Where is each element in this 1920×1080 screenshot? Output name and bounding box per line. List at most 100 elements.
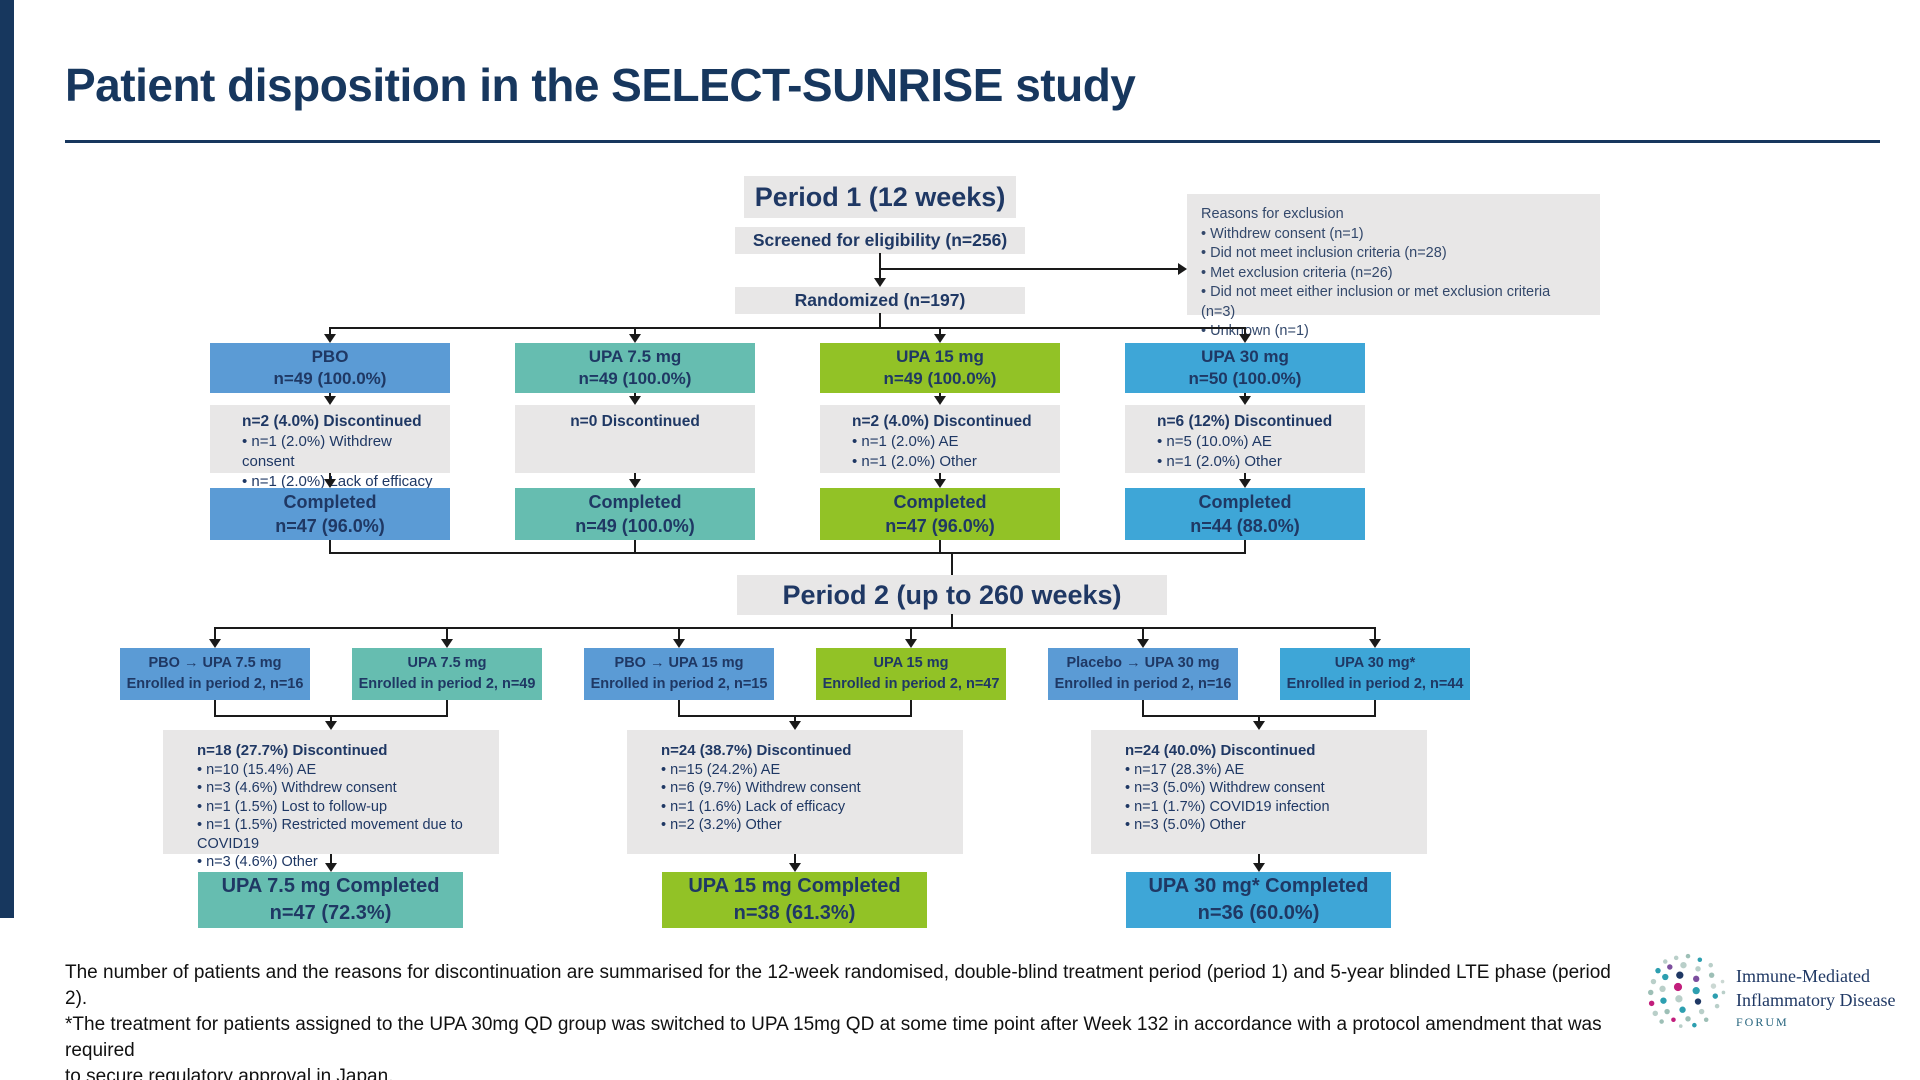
exclusion-reasons-box: Reasons for exclusion • Withdrew consent… — [1187, 194, 1600, 339]
exclusion-item: • Met exclusion criteria (n=26) — [1201, 264, 1393, 281]
discontinued-item: • n=3 (4.6%) Withdrew consent — [197, 780, 397, 796]
flow-line — [1374, 700, 1376, 716]
group-name: UPA 30 mg* — [1334, 655, 1416, 671]
flow-arrow-down — [1239, 396, 1251, 405]
flow-line — [214, 628, 216, 640]
discontinued-box-upa75: n=0 Discontinued — [515, 405, 755, 473]
p2-group-upa30: UPA 30 mg* Enrolled in period 2, n=44 — [1280, 648, 1470, 700]
flow-arrow-down — [1239, 334, 1251, 343]
logo-line: FORUM — [1736, 1015, 1789, 1029]
flow-line — [329, 552, 1246, 554]
exclusion-item: • Withdrew consent (n=1) — [1201, 225, 1364, 242]
completed-n: n=47 (72.3%) — [269, 902, 392, 924]
exclusion-item: • Did not meet either inclusion or met e… — [1201, 284, 1551, 320]
completed-label: Completed — [588, 492, 682, 512]
flow-line — [910, 628, 912, 640]
flow-arrow-down — [325, 863, 337, 872]
exclusion-item: • Unknown (n=1) — [1201, 323, 1309, 339]
discontinued-title: n=24 (38.7%) Discontinued — [661, 742, 852, 759]
flow-line — [939, 328, 941, 336]
discontinued-box-upa30: n=6 (12%) Discontinued • n=5 (10.0%) AE … — [1125, 405, 1365, 473]
discontinued-item: • n=10 (15.4%) AE — [197, 761, 317, 778]
group-name: UPA 7.5 mg — [407, 655, 487, 671]
arm-n: n=49 (100.0%) — [883, 369, 997, 388]
flow-arrow-down — [789, 863, 801, 872]
flow-line — [330, 854, 332, 864]
flow-line — [879, 313, 881, 328]
discontinued-title: n=18 (27.7%) Discontinued — [197, 742, 388, 759]
flow-line — [1258, 716, 1260, 723]
group-name: PBO → UPA 7.5 mg — [148, 655, 282, 671]
arm-name: UPA 15 mg — [896, 347, 984, 366]
discontinued-item: • n=1 (2.0%) AE — [852, 433, 959, 450]
flow-arrow-down — [629, 396, 641, 405]
p2-completed-upa75: UPA 7.5 mg Completed n=47 (72.3%) — [198, 872, 463, 928]
flow-arrow-down — [934, 334, 946, 343]
flow-arrow-down — [1239, 479, 1251, 488]
arm-name: UPA 7.5 mg — [588, 347, 682, 366]
arm-n: n=49 (100.0%) — [273, 369, 387, 388]
flow-line — [446, 628, 448, 640]
discontinued-item: • n=1 (1.7%) COVID19 infection — [1125, 798, 1330, 815]
flow-line — [329, 327, 1246, 329]
discontinued-item: • n=1 (1.5%) Lost to follow-up — [197, 798, 388, 815]
arm-box-upa30: UPA 30 mg n=50 (100.0%) — [1125, 343, 1365, 393]
flow-line — [214, 627, 1376, 629]
discontinued-title: n=0 Discontinued — [570, 413, 700, 430]
completed-n: n=47 (96.0%) — [275, 516, 385, 536]
flow-arrow-down — [324, 396, 336, 405]
discontinued-item: • n=1 (1.5%) Restricted movement due to … — [197, 817, 463, 852]
discontinued-item: • n=1 (2.0%) Withdrew consent — [242, 433, 392, 470]
exclusion-title: Reasons for exclusion — [1201, 206, 1344, 222]
discontinued-item: • n=1 (2.0%) Lack of efficacy — [242, 473, 433, 490]
completed-label: UPA 7.5 mg Completed — [221, 875, 440, 897]
arm-n: n=50 (100.0%) — [1188, 369, 1302, 388]
discontinued-item: • n=1 (1.6%) Lack of efficacy — [661, 798, 846, 815]
discontinued-item: • n=3 (5.0%) Withdrew consent — [1125, 780, 1325, 796]
arm-box-upa15: UPA 15 mg n=49 (100.0%) — [820, 343, 1060, 393]
completed-box-upa15: Completed n=47 (96.0%) — [820, 488, 1060, 540]
group-enrolled: Enrolled in period 2, n=49 — [358, 676, 536, 692]
randomized-box: Randomized (n=197) — [735, 287, 1025, 314]
flow-line — [330, 716, 332, 723]
logo-line: Inflammatory Disease — [1736, 990, 1896, 1010]
arm-name: UPA 30 mg — [1201, 347, 1289, 366]
flow-line — [951, 614, 953, 628]
flow-arrow-down — [1253, 721, 1265, 730]
flow-line — [1142, 700, 1144, 716]
arm-name: PBO — [311, 347, 349, 366]
flow-arrow-down — [629, 479, 641, 488]
group-name: UPA 15 mg — [873, 655, 949, 671]
flow-line — [214, 700, 216, 716]
completed-box-upa75: Completed n=49 (100.0%) — [515, 488, 755, 540]
flow-line — [1258, 854, 1260, 864]
discontinued-item: • n=6 (9.7%) Withdrew consent — [661, 780, 861, 796]
flow-line — [1244, 540, 1246, 553]
group-name: PBO → UPA 15 mg — [614, 655, 744, 671]
arm-n: n=49 (100.0%) — [578, 369, 692, 388]
flow-line — [678, 700, 680, 716]
group-enrolled: Enrolled in period 2, n=16 — [126, 676, 304, 692]
flow-line — [329, 328, 331, 336]
flow-line — [794, 854, 796, 864]
flow-arrow-down — [324, 479, 336, 488]
arm-box-pbo: PBO n=49 (100.0%) — [210, 343, 450, 393]
period2-header: Period 2 (up to 260 weeks) — [737, 575, 1167, 615]
flow-line — [329, 473, 331, 481]
discontinued-item: • n=1 (2.0%) Other — [852, 453, 977, 470]
discontinued-box-pbo: n=2 (4.0%) Discontinued • n=1 (2.0%) Wit… — [210, 405, 450, 490]
flow-arrow-down — [1369, 639, 1381, 648]
discontinued-item: • n=1 (2.0%) Other — [1157, 453, 1282, 470]
flow-line — [329, 540, 331, 553]
flow-arrow-down — [1137, 639, 1149, 648]
screened-box: Screened for eligibility (n=256) — [735, 227, 1025, 254]
completed-label: UPA 15 mg Completed — [688, 875, 901, 897]
completed-label: Completed — [1198, 492, 1292, 512]
flow-line — [446, 700, 448, 716]
flow-arrow-down — [789, 721, 801, 730]
flow-line — [634, 393, 636, 398]
flow-arrow-down — [209, 639, 221, 648]
flow-line — [939, 540, 941, 553]
page-title: Patient disposition in the SELECT-SUNRIS… — [65, 59, 1136, 111]
